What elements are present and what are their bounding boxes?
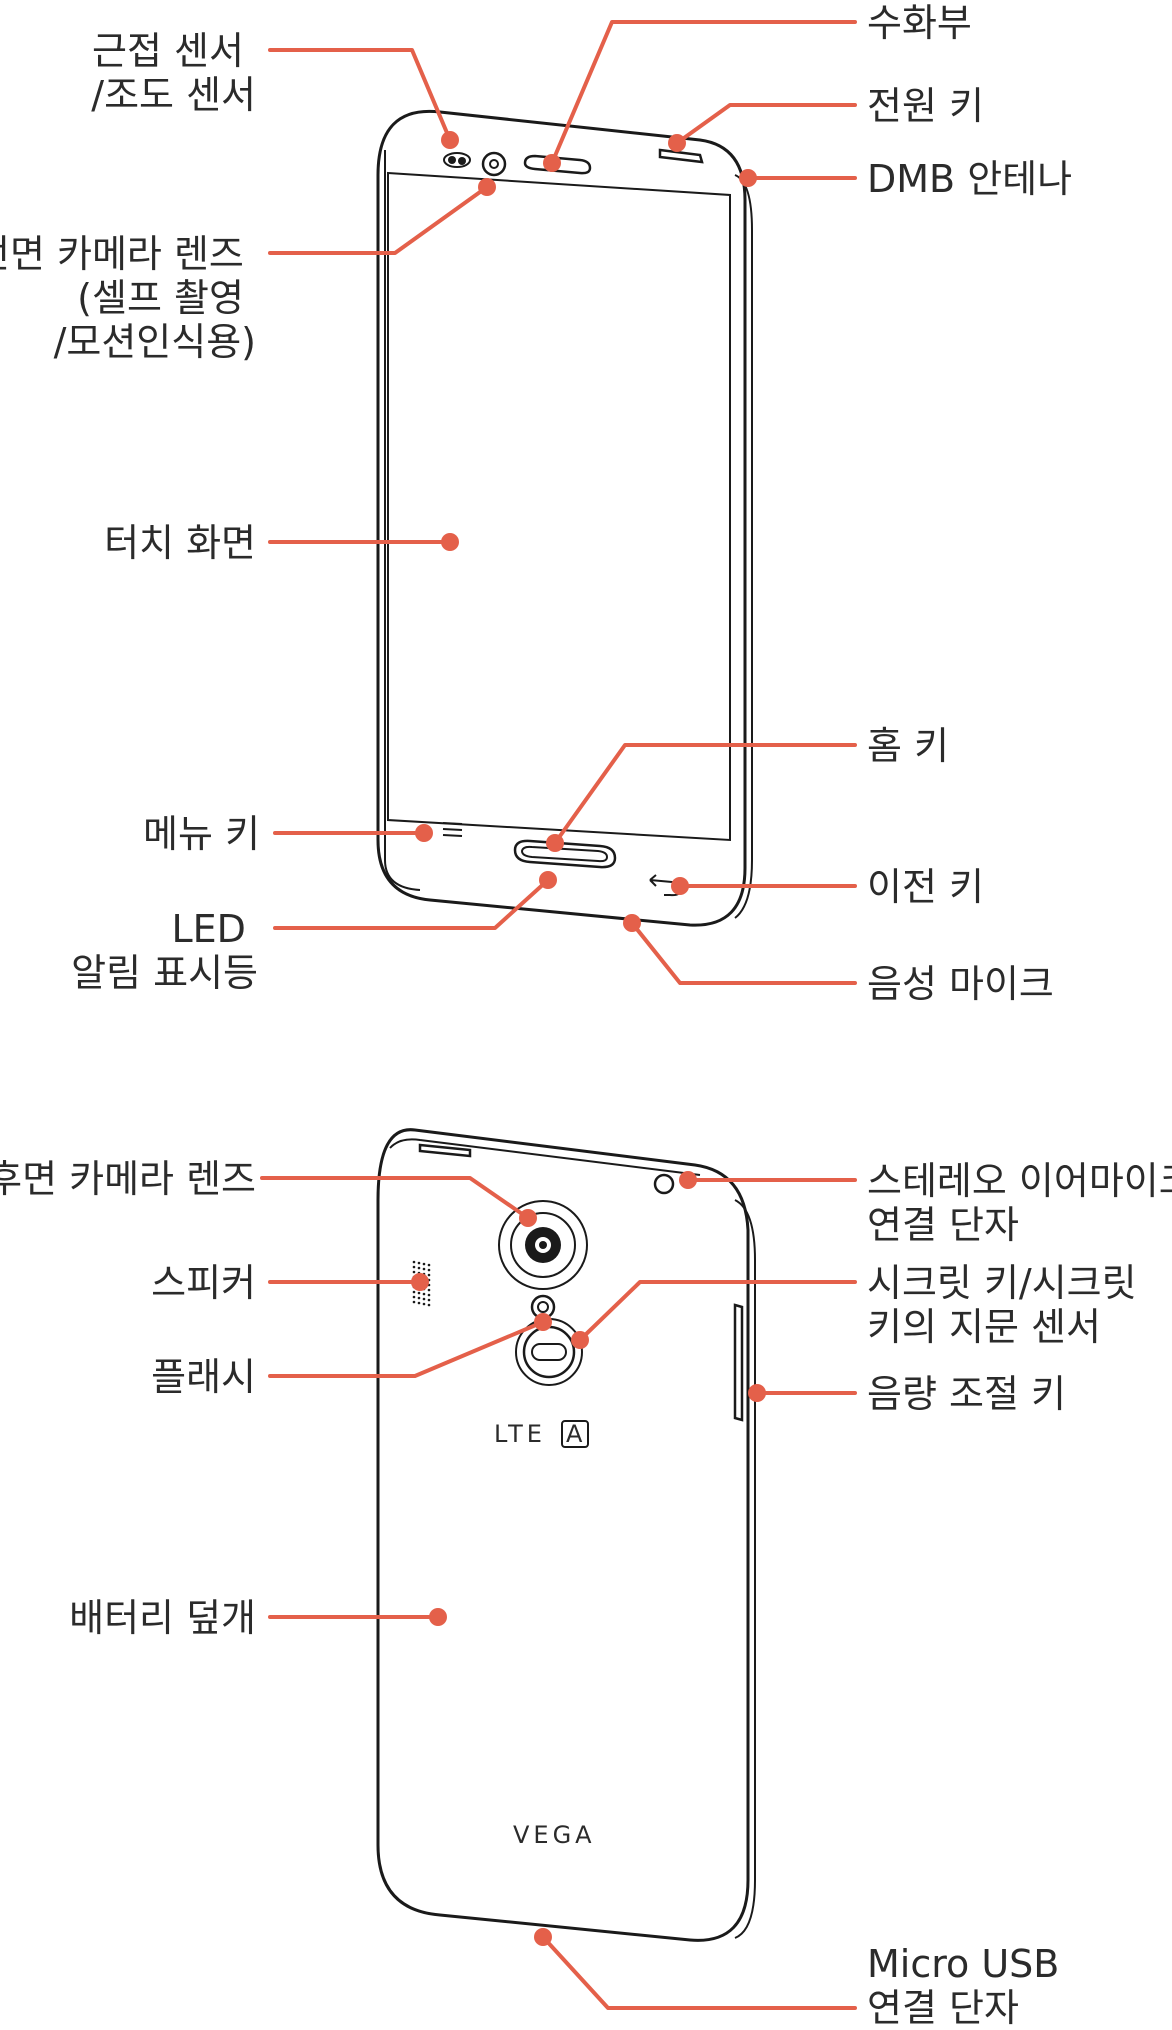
speaker-hole — [422, 1267, 426, 1271]
label-touch-screen: 터치 화면 — [104, 521, 256, 565]
label-power-key: 전원 키 — [867, 84, 984, 128]
earphone-jack-port — [653, 1173, 675, 1195]
front-phone-body — [376, 109, 747, 927]
leader-front-camera — [268, 185, 489, 255]
label-microphone: 음성 마이크 — [867, 962, 1054, 1006]
label-usb-port: Micro USB 연결 단자 — [867, 1942, 1071, 2030]
lte-logo-text: LTE — [494, 1420, 546, 1448]
label-earphone-jack: 스테레오 이어마이크 연결 단자 — [867, 1159, 1172, 1247]
dot-microphone — [623, 914, 641, 932]
dot-back-key — [671, 877, 689, 895]
dot-secret-key — [571, 1331, 589, 1349]
leader-microphone — [630, 921, 857, 985]
speaker-hole — [427, 1268, 431, 1272]
leader-flash — [268, 1320, 545, 1378]
dot-speaker — [411, 1273, 429, 1291]
dot-touch-screen — [441, 533, 459, 551]
front-display — [387, 171, 731, 842]
label-front-camera: 전면 카메라 렌즈 (셀프 촬영 /모션인식용) — [0, 232, 256, 364]
speaker-hole — [422, 1292, 426, 1296]
speaker-hole — [427, 1298, 431, 1302]
dot-volume-key — [748, 1384, 766, 1402]
label-dmb-antenna: DMB 안테나 — [867, 157, 1072, 201]
brand-logo-text: VEGA — [513, 1821, 596, 1849]
home-key-inner — [520, 845, 609, 863]
speaker-hole — [427, 1303, 431, 1307]
speaker-hole — [427, 1288, 431, 1292]
label-led: LED 알림 표시등 — [71, 907, 258, 995]
speaker-hole — [427, 1293, 431, 1297]
dot-menu-key — [415, 824, 433, 842]
dot-front-camera — [478, 178, 496, 196]
label-proximity-sensor: 근접 센서 /조도 센서 — [91, 29, 256, 117]
label-secret-key: 시크릿 키/시크릿 키의 지문 센서 — [867, 1261, 1149, 1349]
label-menu-key: 메뉴 키 — [143, 812, 260, 856]
dot-battery-cover — [429, 1608, 447, 1626]
label-back-key: 이전 키 — [867, 865, 984, 909]
rear-camera-module — [498, 1200, 588, 1290]
lte-logo-badge-text: A — [566, 1420, 583, 1448]
back-phone-view: LTE A VEGA — [376, 1128, 756, 1942]
label-receiver: 수화부 — [867, 1, 972, 45]
label-rear-camera: 후면 카메라 렌즈 — [0, 1157, 256, 1201]
callout-leaders — [260, 20, 857, 2010]
back-phone-side-edge — [734, 1199, 756, 1939]
label-home-key: 홈 키 — [867, 724, 949, 768]
dot-led — [539, 871, 557, 889]
speaker-hole — [417, 1301, 421, 1305]
dot-proximity-sensor — [441, 131, 459, 149]
dot-earphone-jack — [679, 1171, 697, 1189]
menu-key-icon — [442, 822, 463, 837]
leader-proximity-sensor — [268, 48, 452, 142]
speaker-hole — [412, 1270, 416, 1274]
leader-home-key — [553, 743, 857, 845]
leader-receiver — [550, 20, 857, 165]
speaker-hole — [417, 1266, 421, 1270]
dot-receiver — [543, 154, 561, 172]
speaker-hole — [422, 1302, 426, 1306]
speaker-hole — [422, 1297, 426, 1301]
speaker-hole — [417, 1291, 421, 1295]
home-key — [513, 839, 617, 869]
leader-usb-port — [541, 1935, 857, 2010]
speaker-hole — [417, 1296, 421, 1300]
label-speaker: 스피커 — [151, 1261, 256, 1305]
dot-home-key — [546, 834, 564, 852]
leader-secret-key — [578, 1280, 857, 1342]
dot-rear-camera — [519, 1209, 537, 1227]
back-phone-body — [376, 1128, 750, 1942]
leader-power-key — [675, 103, 857, 145]
speaker-hole — [412, 1300, 416, 1304]
speaker-hole — [427, 1263, 431, 1267]
dot-usb-port — [534, 1928, 552, 1946]
back-top-slot — [418, 1143, 472, 1158]
speaker-hole — [412, 1260, 416, 1264]
speaker-hole — [427, 1273, 431, 1277]
front-screen-border — [384, 150, 421, 891]
proximity-sensor — [443, 152, 471, 168]
dot-dmb-antenna — [739, 169, 757, 187]
lte-a-logo: LTE A — [494, 1420, 589, 1448]
volume-key — [733, 1303, 744, 1422]
label-volume-key: 음량 조절 키 — [867, 1372, 1066, 1416]
leader-rear-camera — [260, 1176, 530, 1220]
speaker-hole — [412, 1290, 416, 1294]
label-flash: 플래시 — [151, 1355, 256, 1399]
power-key — [658, 148, 704, 164]
speaker-hole — [417, 1261, 421, 1265]
receiver-grille — [523, 154, 592, 175]
back-top-edge — [389, 1138, 701, 1176]
front-phone-view — [376, 109, 753, 927]
leader-led — [273, 878, 550, 930]
speaker-hole — [412, 1295, 416, 1299]
dot-power-key — [668, 134, 686, 152]
front-camera-lens — [481, 151, 507, 177]
dot-flash — [534, 1313, 552, 1331]
speaker-hole — [422, 1262, 426, 1266]
label-battery-cover: 배터리 덮개 — [69, 1596, 256, 1640]
speaker-hole — [412, 1265, 416, 1269]
